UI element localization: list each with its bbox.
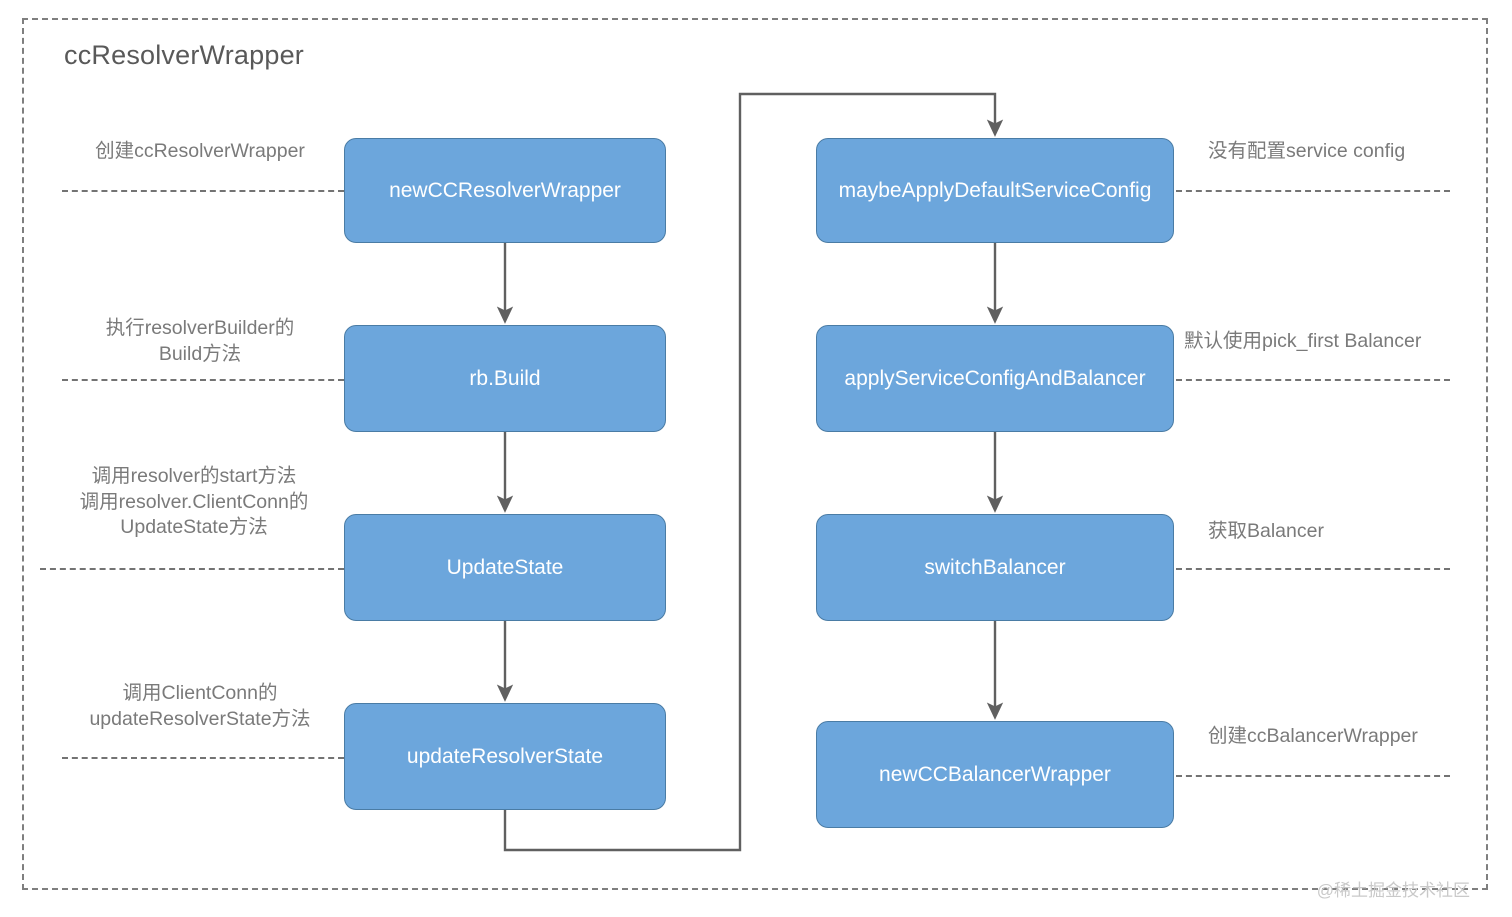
- node-switch-balancer[interactable]: switchBalancer: [816, 514, 1174, 621]
- page-title: ccResolverWrapper: [64, 40, 304, 70]
- outer-dashed-frame: [22, 18, 1488, 890]
- note-left-4: 调用ClientConn的 updateResolverState方法: [89, 682, 311, 730]
- watermark: @稀土掘金技术社区: [1316, 881, 1470, 900]
- leader-left-2: [62, 379, 344, 381]
- node-new-cc-balancer-wrapper[interactable]: newCCBalancerWrapper: [816, 721, 1174, 828]
- note-left-1: 创建ccResolverWrapper: [95, 140, 305, 162]
- note-right-3: 获取Balancer: [1208, 520, 1324, 542]
- node-update-resolver-state[interactable]: updateResolverState: [344, 703, 666, 810]
- leader-left-1: [62, 190, 344, 192]
- note-right-1: 没有配置service config: [1208, 140, 1406, 162]
- node-new-cc-resolver-wrapper[interactable]: newCCResolverWrapper: [344, 138, 666, 243]
- note-left-3: 调用resolver的start方法 调用resolver.ClientConn…: [79, 465, 309, 539]
- note-right-4: 创建ccBalancerWrapper: [1208, 725, 1418, 747]
- leader-right-1: [1176, 190, 1450, 192]
- note-left-2: 执行resolverBuilder的 Build方法: [105, 317, 295, 365]
- leader-right-3: [1176, 568, 1450, 570]
- leader-right-2: [1176, 379, 1450, 381]
- node-apply-service-config-and-balancer[interactable]: applyServiceConfigAndBalancer: [816, 325, 1174, 432]
- node-rb-build[interactable]: rb.Build: [344, 325, 666, 432]
- leader-right-4: [1176, 775, 1450, 777]
- node-update-state[interactable]: UpdateState: [344, 514, 666, 621]
- leader-left-4: [62, 757, 344, 759]
- node-maybe-apply-default-service-config[interactable]: maybeApplyDefaultServiceConfig: [816, 138, 1174, 243]
- leader-left-3: [40, 568, 344, 570]
- note-right-2: 默认使用pick_first Balancer: [1184, 330, 1422, 352]
